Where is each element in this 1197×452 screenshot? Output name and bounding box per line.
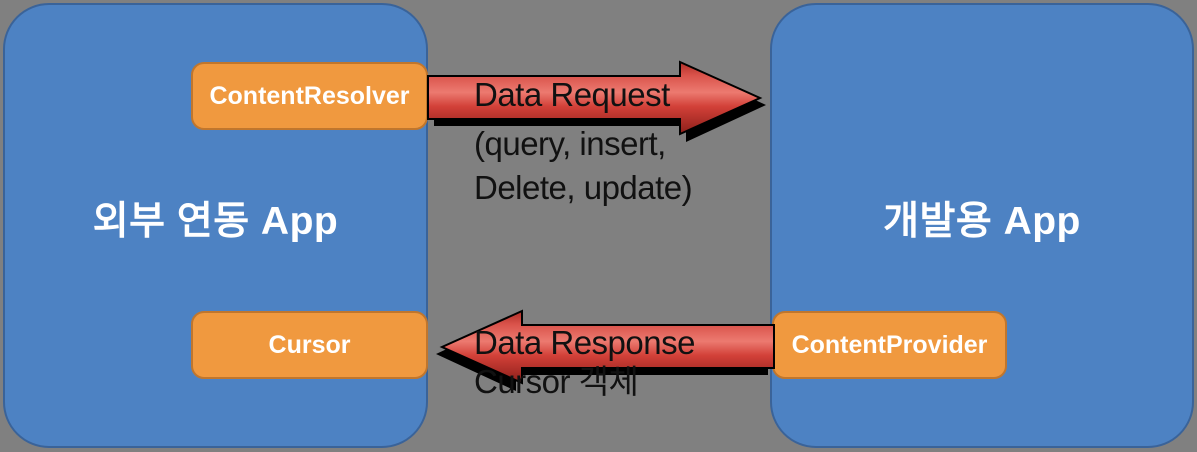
- component-box-cursor[interactable]: Cursor: [191, 311, 428, 379]
- component-box-content-provider[interactable]: ContentProvider: [772, 311, 1007, 379]
- arrow-data-request-body: [427, 60, 763, 136]
- app-panel-external-label: 외부 연동 App: [92, 200, 339, 243]
- arrow-data-response: [436, 309, 775, 391]
- arrow-sublabel-data-response: Cursor 객체: [474, 363, 639, 400]
- app-panel-dev-label: 개발용 App: [883, 200, 1081, 243]
- arrow-label-data-response: Data Response: [474, 324, 695, 361]
- arrow-data-request: [427, 60, 766, 142]
- component-box-content-resolver[interactable]: ContentResolver: [191, 62, 428, 130]
- app-panel-dev: 개발용 App: [770, 3, 1194, 448]
- arrow-sublabel-data-request: (query, insert, Delete, update): [474, 125, 693, 206]
- arrow-label-data-request: Data Request: [474, 76, 670, 113]
- arrow-data-response-body: [439, 309, 775, 385]
